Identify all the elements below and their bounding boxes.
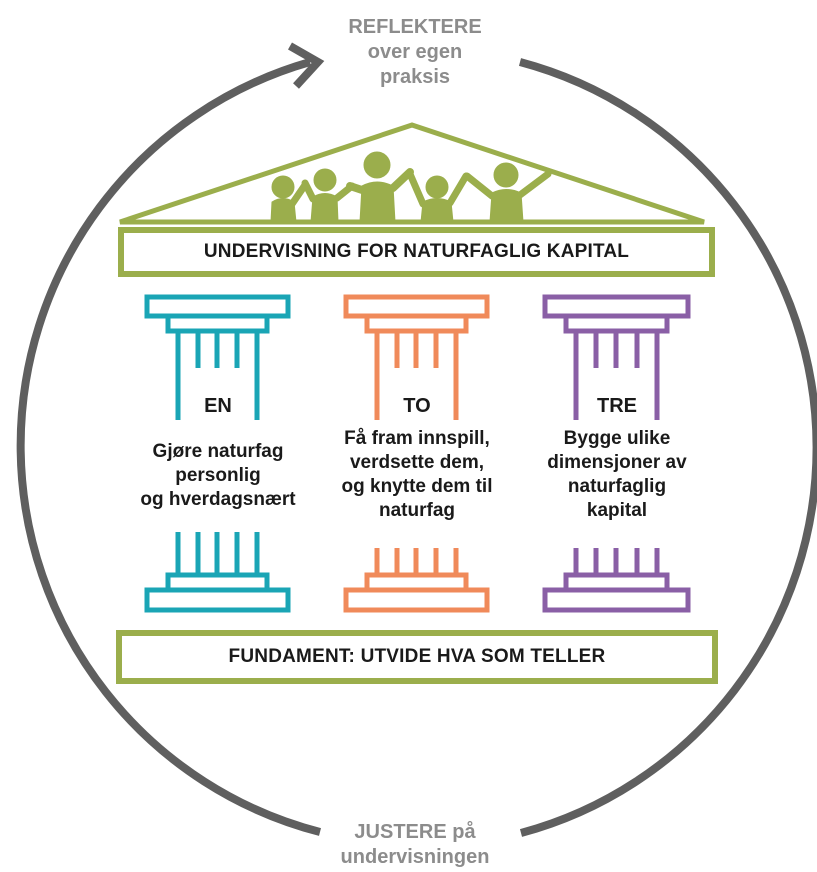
pillar-en-line-2: personlig (175, 464, 261, 486)
pillar-to-line-1: Få fram innspill, (344, 428, 490, 449)
pillar-en-line-3: og hverdagsnært (140, 488, 296, 510)
pillar-tre-line-4: kapital (586, 499, 648, 521)
pillar-to-title: TO (403, 395, 431, 417)
pillar-to-description: Få fram innspill, verdsette dem, og knyt… (312, 427, 522, 523)
people-silhouettes-icon (270, 151, 552, 223)
pillar-tre-title: TRE (597, 395, 637, 417)
pillar-to-line-3: og knytte dem til (341, 475, 493, 497)
reflect-label-line-3: praksis (379, 66, 451, 88)
roof (118, 122, 715, 277)
pillar-en-title: EN (204, 395, 232, 417)
adjust-label-line-1: JUSTERE på (354, 821, 476, 843)
reflect-label-line-1: REFLEKTERE (348, 16, 482, 38)
pillar-en-line-1: Gjøre naturfag (152, 441, 284, 462)
pillar-to (343, 294, 490, 613)
pillar-tre-line-2: dimensjoner av (547, 451, 687, 473)
pillar-to-line-4: naturfag (379, 499, 455, 521)
pillar-tre-line-1: Bygge ulike (563, 428, 671, 449)
reflect-label: REFLEKTERE over egen praksis (325, 15, 505, 90)
adjust-label: JUSTERE på undervisningen (320, 820, 510, 870)
pillar-tre-description: Bygge ulike dimensjoner av naturfaglig k… (512, 427, 722, 523)
pillar-tre (542, 294, 691, 613)
foundation-block (116, 630, 718, 684)
pillar-en (144, 294, 291, 613)
roof-beam-label: UNDERVISNING FOR NATURFAGLIG KAPITAL (203, 241, 630, 262)
cycle-arc-left (16, 58, 322, 836)
pillar-tre-line-3: naturfaglig (567, 475, 667, 497)
foundation-label: FUNDAMENT: UTVIDE HVA SOM TELLER (228, 646, 606, 667)
cycle-arrow-head-icon (288, 42, 325, 89)
roof-beam (118, 227, 715, 277)
adjust-label-line-2: undervisningen (340, 846, 490, 868)
pillar-en-description: Gjøre naturfag personlig og hverdagsnært (118, 440, 318, 512)
pillar-to-line-2: verdsette dem, (349, 451, 485, 473)
reflect-label-line-2: over egen (367, 41, 463, 63)
